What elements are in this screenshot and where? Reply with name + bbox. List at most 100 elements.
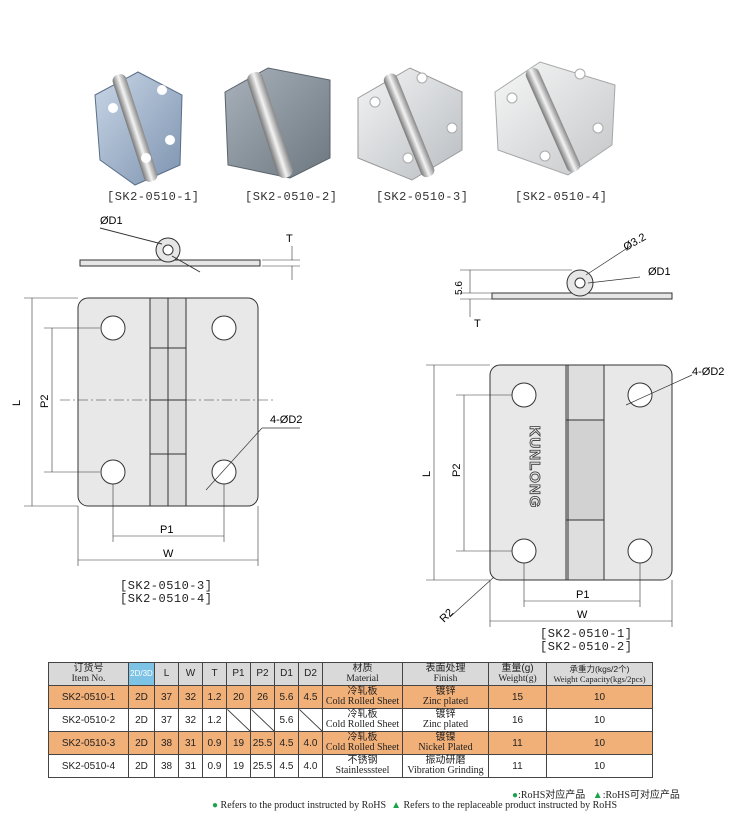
- cell-w: 32: [178, 708, 203, 732]
- th-p1: P1: [226, 662, 251, 686]
- rohs-dot-icon: ●: [212, 800, 219, 811]
- th-p2: P2: [250, 662, 275, 686]
- dim-d1-right: ØD1: [648, 266, 671, 278]
- drawing-right-label-2: [SK2-0510-2]: [540, 640, 633, 654]
- cell-cad[interactable]: 2D: [128, 754, 155, 778]
- th-d1: D1: [274, 662, 299, 686]
- cell-item: SK2-0510-1: [48, 685, 129, 709]
- cell-capacity: 10: [546, 685, 653, 709]
- hinge-photo-2: [224, 67, 331, 179]
- th-l: L: [154, 662, 179, 686]
- th-t: T: [202, 662, 227, 686]
- cell-l: 38: [154, 731, 179, 755]
- dim-l-right: L: [421, 471, 433, 477]
- dim-p2-left: P2: [39, 395, 51, 408]
- dim-56: 5.6: [454, 281, 465, 295]
- note-rohs-en: ● Refers to the product instructed by Ro…: [212, 800, 618, 811]
- cell-t: 0.9: [202, 731, 227, 755]
- cell-d1: 4.5: [274, 754, 299, 778]
- cell-d2: 4.0: [298, 731, 323, 755]
- cell-p2: 25.5: [250, 731, 275, 755]
- cell-item: SK2-0510-4: [48, 754, 129, 778]
- photo-label-2: [SK2-0510-2]: [245, 190, 338, 204]
- photo-label-4: [SK2-0510-4]: [515, 190, 608, 204]
- cell-p1: 20: [226, 685, 251, 709]
- cell-d2: [298, 708, 323, 732]
- cell-weight: 16: [488, 708, 547, 732]
- rohs-triangle-icon: ▲: [592, 790, 603, 801]
- cell-t: 1.2: [202, 685, 227, 709]
- table-row: SK2-0510-4 2D 38 31 0.9 19 25.5 4.5 4.0 …: [48, 754, 653, 778]
- cell-p1: 19: [226, 731, 251, 755]
- th-weight: 重量(g)Weight(g): [488, 662, 547, 686]
- cell-w: 31: [178, 731, 203, 755]
- drawing-left-label-2: [SK2-0510-4]: [120, 592, 213, 606]
- cell-weight: 15: [488, 685, 547, 709]
- cell-l: 37: [154, 708, 179, 732]
- hinge-photo-4: [494, 61, 616, 176]
- cell-d2: 4.5: [298, 685, 323, 709]
- cell-d2: 4.0: [298, 754, 323, 778]
- cell-t: 0.9: [202, 754, 227, 778]
- cell-w: 32: [178, 685, 203, 709]
- cell-p1: 19: [226, 754, 251, 778]
- cell-d1: 5.6: [274, 685, 299, 709]
- note-rohs-cn: ●:RoHS对应产品 ▲:RoHS可对应产品: [512, 790, 680, 801]
- rohs-triangle-icon: ▲: [391, 800, 401, 811]
- cell-l: 38: [154, 754, 179, 778]
- cell-weight: 11: [488, 731, 547, 755]
- cell-t: 1.2: [202, 708, 227, 732]
- dim-l-left: L: [11, 400, 23, 406]
- dim-w-right: W: [577, 609, 588, 621]
- cell-cad[interactable]: 2D: [128, 685, 155, 709]
- cell-w: 31: [178, 754, 203, 778]
- cell-cad[interactable]: 2D: [128, 708, 155, 732]
- dim-r2: R2: [438, 607, 456, 625]
- dim-phi32: Ø3.2: [622, 231, 649, 253]
- dim-d1-left: ØD1: [100, 215, 123, 227]
- cell-p2: [250, 708, 275, 732]
- cell-item: SK2-0510-3: [48, 731, 129, 755]
- dim-p2-right: P2: [451, 464, 463, 477]
- cell-p2: 26: [250, 685, 275, 709]
- hinge-photo-3: [357, 67, 463, 181]
- table-row: SK2-0510-1 2D 37 32 1.2 20 26 5.6 4.5 冷轧…: [48, 685, 653, 709]
- cell-p1: [226, 708, 251, 732]
- dim-t-left: T: [286, 233, 293, 245]
- cell-capacity: 10: [546, 754, 653, 778]
- dim-p1-right: P1: [576, 589, 589, 601]
- photo-label-3: [SK2-0510-3]: [376, 190, 469, 204]
- technical-drawing-left: ØD1 T L P2 4-ØD2 P1 W: [11, 215, 302, 566]
- cell-capacity: 10: [546, 708, 653, 732]
- photo-label-1: [SK2-0510-1]: [107, 190, 200, 204]
- cell-d1: 4.5: [274, 731, 299, 755]
- rohs-dot-icon: ●: [512, 790, 519, 801]
- cell-d1: 5.6: [274, 708, 299, 732]
- dim-d2-right: 4-ØD2: [692, 366, 724, 378]
- cell-weight: 11: [488, 754, 547, 778]
- technical-drawing-right: KUNLONG Ø3.2 ØD1 5.6 T 4-ØD2 L P2 P1 W R…: [421, 231, 724, 627]
- cell-l: 37: [154, 685, 179, 709]
- dim-p1-left: P1: [160, 524, 173, 536]
- hinge-photo-1: [94, 71, 183, 186]
- dim-t-right: T: [474, 318, 481, 330]
- cell-item: SK2-0510-2: [48, 708, 129, 732]
- drawing-right-label-1: [SK2-0510-1]: [540, 627, 633, 641]
- cell-p2: 25.5: [250, 754, 275, 778]
- th-capacity: 承重力(kgs/2个)Weight Capacity(kgs/2pcs): [546, 662, 653, 686]
- cell-cad[interactable]: 2D: [128, 731, 155, 755]
- dim-d2-left: 4-ØD2: [270, 414, 302, 426]
- cad-file-icon[interactable]: 2D/3D: [128, 662, 155, 686]
